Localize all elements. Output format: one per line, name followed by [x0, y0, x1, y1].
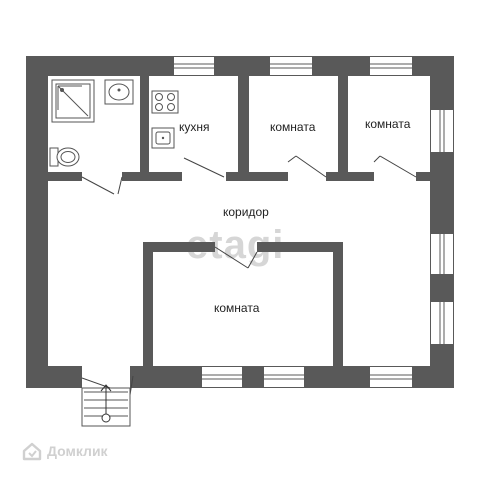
door-kitchen: [183, 157, 225, 178]
interior-walls: [48, 76, 430, 388]
wall-kitchen-bottom-left: [122, 172, 182, 181]
house-logo-icon: [22, 442, 42, 461]
label-kitchen: кухня: [179, 120, 210, 134]
doors: [81, 155, 417, 396]
wall-kitchen-room: [238, 76, 249, 180]
bathroom-fixtures: [49, 79, 134, 167]
wall-room-right-bottom: [326, 172, 374, 181]
center-room-top-right: [257, 242, 343, 252]
window-top-kitchen: [174, 57, 214, 75]
wall-left: [26, 56, 48, 388]
kitchen-fixtures: [151, 90, 179, 149]
window-bottom-2: [264, 367, 304, 387]
wall-room-bottom-left: [226, 172, 288, 181]
door-room-2-hinge: [373, 155, 381, 163]
door-bathroom: [81, 176, 115, 195]
label-room-top-right: комната: [365, 117, 411, 131]
center-room-left: [143, 242, 153, 378]
entrance-marker: [101, 413, 111, 423]
door-center-room-jamb: [247, 251, 258, 269]
label-corridor: коридор: [223, 205, 269, 219]
door-center-room: [214, 246, 249, 269]
window-bottom-1: [202, 367, 242, 387]
shower-icon: [51, 79, 95, 123]
window-top-room-2: [370, 57, 412, 75]
entrance-steps: [81, 384, 131, 427]
window-right-3: [431, 302, 453, 344]
stove-icon: [151, 90, 179, 114]
wall-room-right-end: [416, 172, 430, 181]
center-room-top-left: [143, 242, 215, 252]
windows: [174, 57, 453, 387]
toilet-icon: [49, 147, 80, 167]
window-bottom-3: [370, 367, 412, 387]
wall-top: [26, 56, 454, 76]
door-room-2: [379, 155, 417, 178]
brand-logo: Домклик: [22, 441, 108, 461]
entrance-pillar-right: [130, 366, 145, 388]
label-room-center: комната: [214, 301, 260, 315]
window-right-2: [431, 234, 453, 274]
label-room-top-middle: комната: [270, 120, 316, 134]
door-bathroom-jamb: [117, 176, 123, 195]
door-room-1-hinge: [287, 155, 297, 163]
wall-room-room: [338, 76, 348, 180]
window-right-1: [431, 110, 453, 152]
wall-bath-bottom: [48, 172, 82, 181]
sink-icon: [104, 79, 134, 105]
wall-bath-kitchen: [140, 76, 149, 180]
door-room-1: [295, 155, 327, 178]
brand-name: Домклик: [47, 443, 108, 459]
window-top-room-1: [270, 57, 312, 75]
center-room-right: [333, 242, 343, 378]
kitchen-sink-icon: [151, 127, 175, 149]
